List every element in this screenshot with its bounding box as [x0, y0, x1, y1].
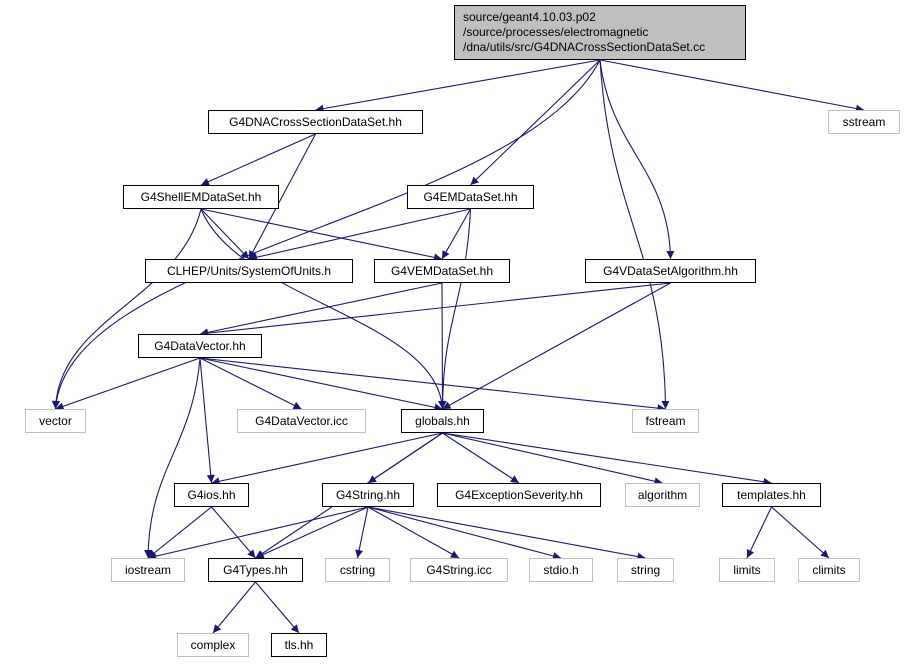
- edge-globals-to-exception: [442, 432, 520, 484]
- node-g4shell-em-dataset-hh[interactable]: G4ShellEMDataSet.hh: [123, 185, 279, 209]
- edge-root-to-crossSectionHH: [315, 59, 601, 113]
- node-algorithm[interactable]: algorithm: [625, 483, 700, 507]
- root-path-line-3: /dna/utils/src/G4DNACrossSectionDataSet.…: [463, 40, 706, 54]
- node-g4dna-cross-section-dataset-hh[interactable]: G4DNACrossSectionDataSet.hh: [208, 110, 423, 134]
- root-path-line-2: /source/processes/electromagnetic: [463, 25, 649, 39]
- node-g4v-dataset-algorithm-hh[interactable]: G4VDataSetAlgorithm.hh: [585, 259, 756, 283]
- edge-emData-to-vemData: [441, 208, 471, 260]
- edge-dataVector-to-iostream: [144, 357, 201, 559]
- node-complex[interactable]: complex: [177, 633, 249, 657]
- edge-shellEM-to-clhep: [200, 208, 250, 260]
- edge-emData-to-clhep: [248, 208, 471, 262]
- edge-crossSectionHH-to-clhep: [248, 133, 316, 260]
- node-g4types-hh[interactable]: G4Types.hh: [208, 558, 303, 582]
- node-g4ios-hh[interactable]: G4ios.hh: [174, 483, 249, 507]
- edge-vAlgo-to-globals: [442, 282, 671, 410]
- edge-globals-to-templates: [442, 432, 772, 486]
- edge-g4string-to-iostream: [147, 506, 369, 561]
- node-fstream[interactable]: fstream: [632, 409, 699, 433]
- node-root-file[interactable]: source/geant4.10.03.p02 /source/processe…: [454, 5, 746, 60]
- edge-globals-to-ios: [211, 432, 443, 486]
- edge-shellEM-to-vemData: [200, 208, 443, 262]
- node-templates-hh[interactable]: templates.hh: [722, 483, 821, 507]
- edge-emData-to-globals: [438, 208, 472, 410]
- edge-types-to-tls: [255, 581, 300, 634]
- node-g4string-icc[interactable]: G4String.icc: [410, 558, 508, 582]
- edge-dataVector-to-globals: [199, 357, 443, 412]
- node-cstring[interactable]: cstring: [325, 558, 390, 582]
- edge-dataVector-to-dataVectorIcc: [199, 357, 302, 410]
- node-clhep-system-of-units-h[interactable]: CLHEP/Units/SystemOfUnits.h: [145, 259, 353, 283]
- edge-templates-to-limits: [746, 506, 772, 559]
- node-iostream[interactable]: iostream: [111, 558, 185, 582]
- node-g4vem-dataset-hh[interactable]: G4VEMDataSet.hh: [374, 259, 510, 283]
- node-g4data-vector-hh[interactable]: G4DataVector.hh: [138, 334, 262, 358]
- edge-root-to-vector: [52, 59, 601, 410]
- edge-ios-to-types: [211, 506, 256, 559]
- node-globals-hh[interactable]: globals.hh: [401, 409, 484, 433]
- edge-g4string-to-types: [255, 506, 369, 559]
- node-g4em-dataset-hh[interactable]: G4EMDataSet.hh: [407, 185, 534, 209]
- edge-root-to-vAlgo: [599, 59, 675, 260]
- edge-crossSectionHH-to-shellEM: [200, 133, 316, 186]
- node-sstream[interactable]: sstream: [828, 110, 900, 134]
- edge-vemData-to-globals: [438, 282, 447, 410]
- edge-dataVector-to-vector: [55, 357, 201, 411]
- edge-ios-to-iostream: [147, 506, 212, 559]
- node-vector[interactable]: vector: [25, 409, 86, 433]
- node-g4data-vector-icc[interactable]: G4DataVector.icc: [237, 409, 366, 433]
- node-climits[interactable]: climits: [798, 558, 860, 582]
- edge-dataVector-to-fstream: [199, 357, 666, 413]
- node-string[interactable]: string: [617, 558, 674, 582]
- edge-shellEM-to-globals: [200, 208, 447, 410]
- edge-vAlgo-to-dataVector: [199, 282, 671, 338]
- edge-types-to-complex: [212, 581, 256, 634]
- edge-root-to-sstream: [599, 59, 865, 113]
- edge-g4string-to-stringIcc: [367, 506, 460, 559]
- node-limits[interactable]: limits: [719, 558, 775, 582]
- node-g4exception-severity-hh[interactable]: G4ExceptionSeverity.hh: [437, 483, 601, 507]
- root-path-line-1: source/geant4.10.03.p02: [463, 10, 596, 24]
- edge-root-to-fstream: [599, 59, 670, 410]
- edge-root-to-emData: [470, 59, 601, 186]
- edge-globals-to-algorithm: [442, 432, 663, 486]
- edge-vemData-to-dataVector: [199, 282, 443, 337]
- node-g4string-hh[interactable]: G4String.hh: [322, 483, 414, 507]
- edge-templates-to-climits: [771, 506, 830, 559]
- node-stdio-h[interactable]: stdio.h: [529, 558, 593, 582]
- node-tls-hh[interactable]: tls.hh: [271, 633, 327, 657]
- edge-g4string-to-cstring: [355, 506, 369, 559]
- edge-dataVector-to-ios: [199, 357, 215, 484]
- edge-g4string-to-stdio: [367, 506, 562, 560]
- edge-g4string-to-string: [367, 506, 646, 561]
- edge-shellEM-to-vector: [51, 208, 202, 410]
